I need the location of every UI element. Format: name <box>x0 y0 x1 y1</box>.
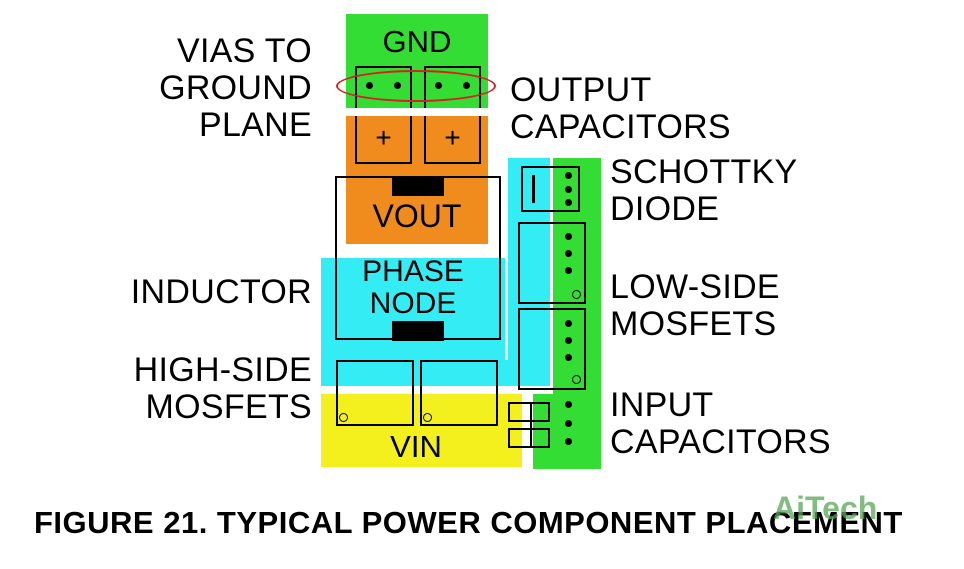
schottky-label-line1: SCHOTTKY <box>610 153 798 191</box>
low-side-label-line2: MOSFETS <box>610 305 777 343</box>
output-capacitor-divider-right <box>424 108 481 116</box>
low-side-mosfet-top <box>518 222 586 304</box>
output-caps-label-line2: CAPACITORS <box>510 108 731 146</box>
low-side-label-line1: LOW-SIDE <box>610 268 780 306</box>
via <box>565 199 572 206</box>
phase-node-label-line2: NODE <box>369 287 457 320</box>
via <box>565 172 572 179</box>
phase-node-region-joint <box>321 360 550 386</box>
pin1-marker <box>339 413 348 422</box>
input-capacitor-top <box>508 402 550 422</box>
via <box>565 354 572 361</box>
via <box>565 250 572 257</box>
via <box>565 401 572 408</box>
via <box>565 320 572 327</box>
pin1-marker <box>423 413 432 422</box>
figure-caption: FIGURE 21. TYPICAL POWER COMPONENT PLACE… <box>34 505 903 540</box>
pin1-marker <box>572 375 581 384</box>
input-caps-label-line2: CAPACITORS <box>610 423 831 461</box>
vin-label: VIN <box>390 429 442 464</box>
via <box>565 438 572 445</box>
via <box>565 233 572 240</box>
vias-label-line3: PLANE <box>199 106 312 144</box>
diode-cathode-bar <box>532 175 535 203</box>
output-capacitor-divider-left <box>355 108 412 116</box>
via <box>565 267 572 274</box>
watermark: AiTech <box>773 490 878 526</box>
via <box>565 186 572 193</box>
via <box>565 337 572 344</box>
capacitor-plus-left: + <box>375 122 392 153</box>
capacitor-plus-right: + <box>444 122 461 153</box>
input-capacitor-bottom <box>508 428 550 448</box>
phase-node-region-right <box>508 158 550 384</box>
output-caps-label-line1: OUTPUT <box>510 71 652 109</box>
high-side-mosfet-right <box>420 360 498 426</box>
inductor-pad-bottom <box>392 321 444 341</box>
via <box>565 420 572 427</box>
inductor-pad-top <box>392 176 444 196</box>
high-side-label-line2: MOSFETS <box>145 388 312 426</box>
vias-label-line1: VIAS TO <box>176 32 312 70</box>
high-side-label-line1: HIGH-SIDE <box>133 351 312 389</box>
input-caps-label-line1: INPUT <box>610 386 714 424</box>
vias-label-line2: GROUND <box>159 69 312 107</box>
schottky-label-line2: DIODE <box>610 190 720 228</box>
vias-highlight-ellipse <box>336 70 496 102</box>
pin1-marker <box>572 290 581 299</box>
low-side-mosfet-bottom <box>518 308 586 390</box>
vout-label: VOUT <box>372 198 462 234</box>
high-side-mosfet-left <box>336 360 414 426</box>
inductor-label: INDUCTOR <box>130 273 312 311</box>
gnd-label: GND <box>382 24 452 59</box>
input-capacitor-divider <box>530 402 532 448</box>
phase-node-label-line1: PHASE <box>362 255 464 288</box>
schottky-diode <box>521 166 580 212</box>
